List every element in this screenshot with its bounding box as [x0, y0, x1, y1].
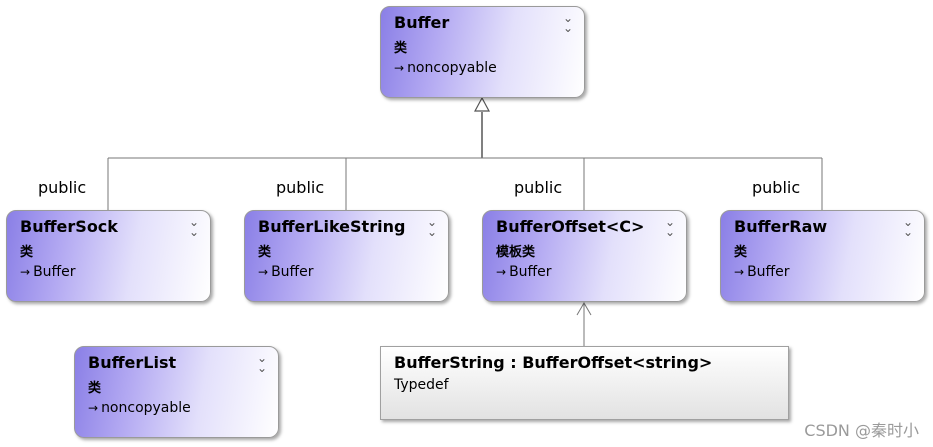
class-kind: 类 [734, 245, 748, 260]
inherits-arrow-icon: → [496, 265, 507, 279]
chevron-double-down-icon[interactable]: ⌄⌄ [664, 215, 675, 239]
chevron-double-down-icon[interactable]: ⌄⌄ [188, 215, 199, 239]
inherits-arrow-icon: → [88, 401, 99, 415]
typedef-title: BufferString : BufferOffset<string> [394, 353, 713, 372]
typedef-arrowhead [576, 302, 592, 316]
generalization-arrowhead [473, 96, 491, 112]
inherits-arrow-icon: → [20, 265, 31, 279]
chevron-double-down-icon[interactable]: ⌄⌄ [426, 215, 437, 239]
class-base: →Buffer [496, 264, 552, 280]
inheritance-label: public [514, 178, 563, 197]
class-base: →Buffer [258, 264, 314, 280]
class-base: →noncopyable [394, 60, 497, 76]
base-name: Buffer [271, 264, 314, 280]
class-buffersock[interactable]: BufferSock ⌄⌄ 类 →Buffer [6, 210, 211, 302]
base-name: Buffer [509, 264, 552, 280]
base-name: noncopyable [101, 400, 191, 416]
typedef-bufferstring[interactable]: BufferString : BufferOffset<string> Type… [380, 346, 789, 420]
chevron-double-down-icon[interactable]: ⌄⌄ [256, 351, 267, 375]
class-kind: 类 [258, 245, 272, 260]
class-title: BufferRaw [734, 217, 828, 236]
class-bufferoffset[interactable]: BufferOffset<C> ⌄⌄ 模板类 →Buffer [482, 210, 687, 302]
inheritance-label: public [38, 178, 87, 197]
inheritance-label: public [276, 178, 325, 197]
inherits-arrow-icon: → [734, 265, 745, 279]
class-title: BufferOffset<C> [496, 217, 645, 236]
inheritance-label: public [752, 178, 801, 197]
base-name: Buffer [747, 264, 790, 280]
class-kind: 类 [88, 381, 102, 396]
class-base: →Buffer [734, 264, 790, 280]
chevron-double-down-icon[interactable]: ⌄⌄ [902, 215, 913, 239]
watermark: CSDN @秦时小 [804, 421, 919, 440]
class-title: BufferLikeString [258, 217, 406, 236]
class-base: →noncopyable [88, 400, 191, 416]
inherits-arrow-icon: → [258, 265, 269, 279]
class-bufferraw[interactable]: BufferRaw ⌄⌄ 类 →Buffer [720, 210, 925, 302]
class-bufferlist[interactable]: BufferList ⌄⌄ 类 →noncopyable [74, 346, 279, 438]
class-title: BufferSock [20, 217, 118, 236]
inherits-arrow-icon: → [394, 61, 405, 75]
class-kind: 类 [20, 245, 34, 260]
class-base: →Buffer [20, 264, 76, 280]
class-title: Buffer [394, 13, 450, 32]
class-bufferlikestring[interactable]: BufferLikeString ⌄⌄ 类 →Buffer [244, 210, 449, 302]
class-buffer[interactable]: Buffer ⌄⌄ 类 →noncopyable [380, 6, 585, 98]
typedef-kind: Typedef [394, 377, 449, 393]
class-kind: 模板类 [496, 245, 536, 260]
base-name: noncopyable [407, 60, 497, 76]
base-name: Buffer [33, 264, 76, 280]
class-title: BufferList [88, 353, 177, 372]
class-kind: 类 [394, 41, 408, 56]
chevron-double-down-icon[interactable]: ⌄⌄ [562, 11, 573, 35]
